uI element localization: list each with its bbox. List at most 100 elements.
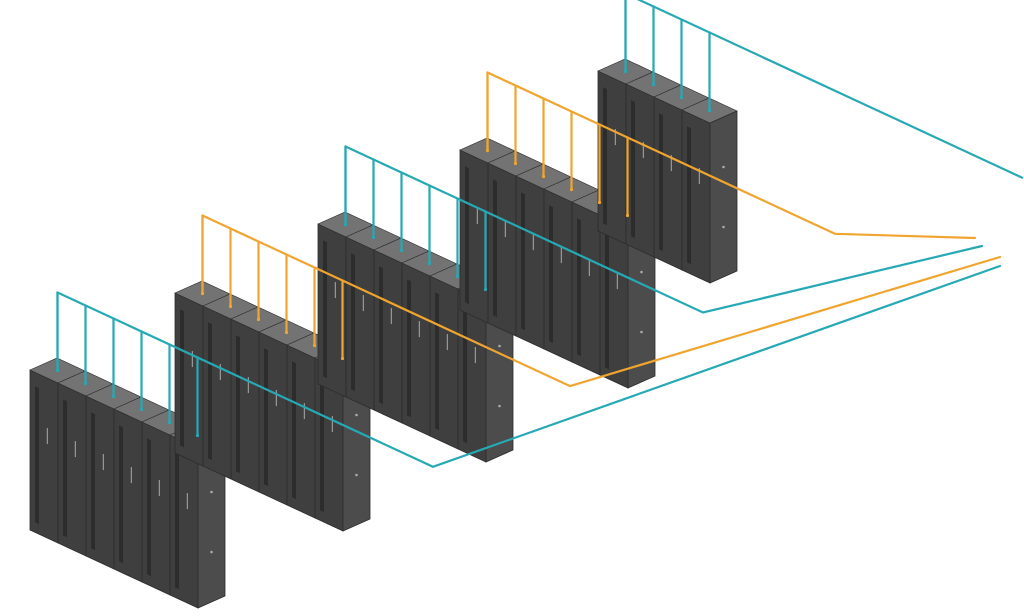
rack-front-face <box>571 201 601 376</box>
rack-vent <box>549 205 553 344</box>
server-rack <box>169 422 226 609</box>
rack-front-face <box>543 188 573 363</box>
cable-row-5 <box>623 0 1024 179</box>
cable-rail <box>201 214 1002 388</box>
rack-front-face <box>57 382 87 557</box>
rack-side-face <box>709 110 738 284</box>
rack-front-face <box>459 149 489 324</box>
server-rack <box>202 293 259 480</box>
rack-vent <box>521 192 525 331</box>
rack-lock <box>355 413 358 417</box>
cable-entry <box>139 407 144 412</box>
rack-vent <box>631 100 635 239</box>
rack-vent <box>119 425 123 564</box>
cable-entry <box>256 317 261 322</box>
rack-vent <box>351 253 355 392</box>
rack-front-face <box>29 369 59 544</box>
cable-rail <box>56 264 1002 468</box>
rack-lock <box>498 344 501 348</box>
rack-front-face <box>373 249 403 424</box>
rack-vent <box>435 292 439 431</box>
rack-vent <box>35 386 39 525</box>
cable-row-4 <box>485 71 977 240</box>
server-rack <box>681 97 738 284</box>
cable-row-2 <box>200 214 1002 388</box>
cable-entry <box>399 248 404 253</box>
server-rack <box>459 137 516 324</box>
rack-front-face <box>597 70 627 245</box>
rack-lock <box>210 490 213 494</box>
cable-rail <box>636 0 1024 179</box>
rack-lock <box>355 473 358 477</box>
cable-entry <box>597 200 602 205</box>
rack-rows <box>29 58 738 609</box>
cable-row-3 <box>343 145 984 314</box>
rack-row <box>29 357 226 609</box>
rack-lock <box>640 270 643 274</box>
cable-entry <box>228 304 233 309</box>
rack-vent <box>175 451 179 590</box>
rack-front-face <box>141 421 171 596</box>
rack-front-face <box>230 318 260 493</box>
rack-vent <box>577 218 581 357</box>
rack-front-face <box>401 262 431 437</box>
cable-entry <box>312 343 317 348</box>
cable-entry <box>569 187 574 192</box>
rack-vent <box>605 231 609 370</box>
rack-lock <box>722 225 725 229</box>
rack-vent <box>320 374 324 513</box>
cable-entry <box>167 420 172 425</box>
rack-vent <box>379 266 383 405</box>
rack-lock <box>498 404 501 408</box>
rack-vent <box>91 412 95 551</box>
server-rack <box>317 211 374 398</box>
cable-entry <box>707 108 712 113</box>
cable-entry <box>483 287 488 292</box>
cable-entry <box>427 261 432 266</box>
server-rack <box>599 202 656 389</box>
cable-entry <box>371 235 376 240</box>
rack-front-face <box>174 292 204 467</box>
rack-vent <box>659 113 663 252</box>
cable-entry <box>111 394 116 399</box>
rack-vent <box>463 305 467 444</box>
rack-front-face <box>113 408 143 583</box>
rack-vent <box>147 438 151 577</box>
rack-front-face <box>429 275 459 450</box>
rack-front-face <box>653 96 683 271</box>
cable-entry <box>541 174 546 179</box>
rack-lock <box>722 165 725 169</box>
rack-vent <box>493 179 497 318</box>
rack-vent <box>687 126 691 265</box>
rack-vent <box>180 309 184 448</box>
cable-entry <box>679 95 684 100</box>
rack-front-face <box>286 344 316 519</box>
rack-vent <box>236 335 240 474</box>
rack-vent <box>292 361 296 500</box>
rack-front-face <box>345 236 375 411</box>
rack-row <box>597 58 738 284</box>
rack-vent <box>603 87 607 226</box>
rack-vent <box>407 279 411 418</box>
rack-vent <box>465 166 469 305</box>
cable-row-1 <box>55 264 1002 468</box>
cable-entry <box>651 82 656 87</box>
cable-rail <box>486 71 977 240</box>
rack-front-face <box>487 162 517 337</box>
rack-front-face <box>85 395 115 570</box>
cable-entry <box>83 381 88 386</box>
rack-vent <box>323 240 327 379</box>
cable-trunks <box>55 0 1024 468</box>
rack-front-face <box>681 109 711 284</box>
rack-lock <box>640 330 643 334</box>
cable-entry <box>513 161 518 166</box>
rack-front-face <box>625 83 655 258</box>
cable-entry <box>195 433 200 438</box>
cable-entry <box>455 274 460 279</box>
cable-entry <box>284 330 289 335</box>
rack-vent <box>208 322 212 461</box>
cable-rail <box>344 145 984 314</box>
rack-vent <box>63 399 67 538</box>
rack-front-face <box>515 175 545 350</box>
